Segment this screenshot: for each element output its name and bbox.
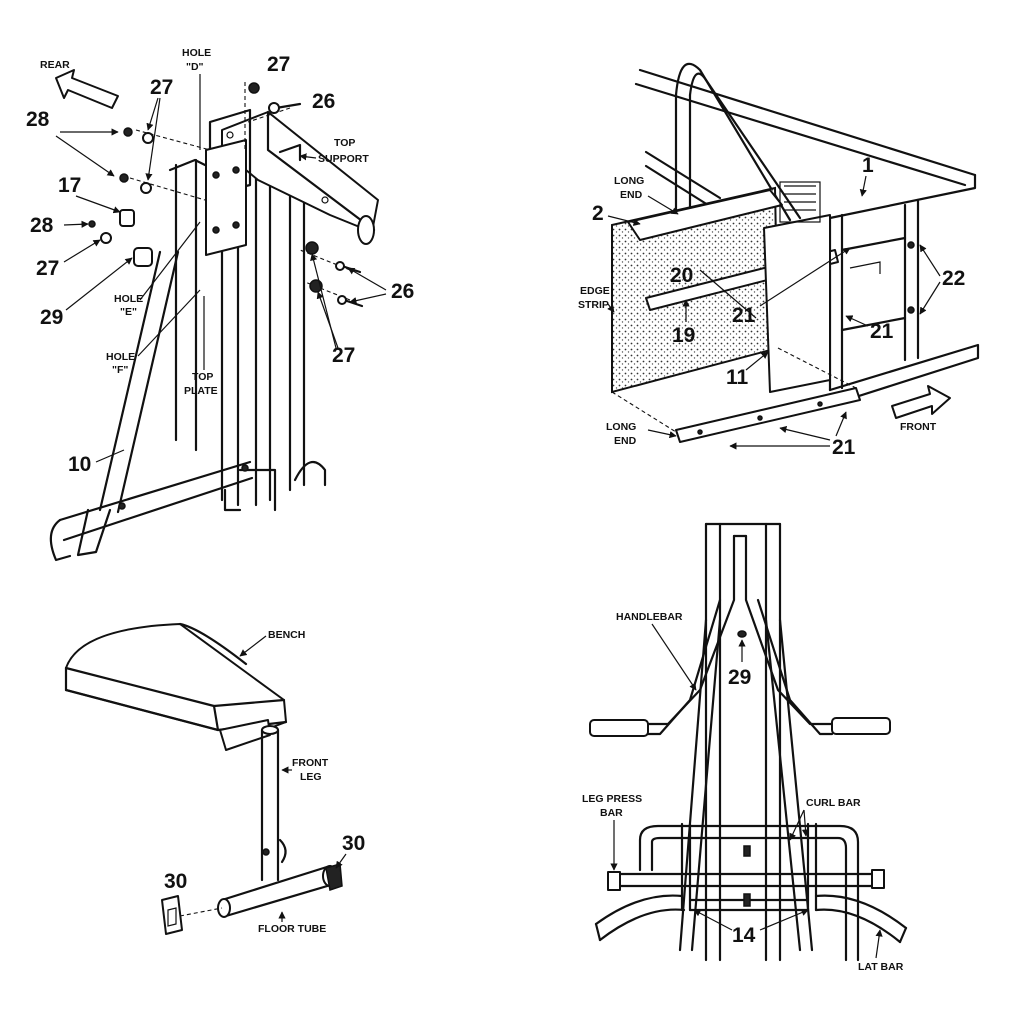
callout-14: 14 [732,924,756,947]
label-hole-f: HOLE [106,351,135,363]
callout-10: 10 [68,453,91,476]
callout-21-bottom: 21 [832,436,856,459]
panel-top-left: REAR TOP SUPPORT [26,47,414,562]
callout-11: 11 [726,366,749,389]
pivot-arm [49,250,254,562]
label-hole-f-mark: "F" [112,364,128,376]
panel-bottom-left: BENCH FRONT LEG 30 30 FLOOR TUBE [64,622,365,935]
seat-board [611,181,881,443]
label-front-leg-2: LEG [300,771,322,783]
label-long-end-2b: END [614,435,637,447]
label-lat-bar: LAT BAR [858,961,904,973]
callout-29: 29 [40,306,63,329]
callout-27-left: 27 [150,76,173,99]
callout-22: 22 [942,267,965,290]
lat-bar [594,894,908,944]
callout-27-top: 27 [267,53,290,76]
callout-29: 29 [728,666,751,689]
callout-1: 1 [862,154,874,177]
front-leg [260,725,287,882]
callout-27-right: 27 [332,344,355,367]
callout-17: 17 [58,174,81,197]
callout-2: 2 [592,202,604,225]
front-direction-arrow [891,385,951,419]
leg-press-curl-bars [607,822,886,962]
callout-19: 19 [672,324,695,347]
callout-28-top: 28 [26,108,50,131]
floor-tube [161,863,343,935]
label-front-leg-1: FRONT [292,757,329,769]
bench-pad [64,622,288,751]
label-top-support-2: SUPPORT [318,153,369,165]
label-edge-strip-1: EDGE [580,285,610,297]
callout-26-right: 26 [391,280,414,303]
label-hole-d-mark: "D" [186,61,204,73]
label-leg-press-1: LEG PRESS [582,793,642,805]
label-front: FRONT [900,421,937,433]
label-long-end-1a: LONG [614,175,644,187]
upright-column [704,522,782,962]
label-edge-strip-2: STRIP [578,299,609,311]
callout-26-top: 26 [312,90,335,113]
label-hole-e: HOLE [114,293,143,305]
label-top-support-1: TOP [334,137,355,149]
callout-20: 20 [670,264,693,287]
label-curl-bar: CURL BAR [806,797,861,809]
label-leg-press-2: BAR [600,807,623,819]
hardware-nuts-bolts [88,82,364,308]
label-top-plate-2: PLATE [184,385,218,397]
callout-30-right: 30 [342,832,365,855]
label-hole-e-mark: "E" [120,306,137,318]
label-long-end-2a: LONG [606,421,636,433]
label-long-end-1b: END [620,189,643,201]
panel-bottom-right: HANDLEBAR 29 LEG PRESS BAR CURL BAR 14 L… [582,522,908,973]
callout-27-mid: 27 [36,257,59,280]
label-handlebar: HANDLEBAR [616,611,683,623]
callout-30-left: 30 [164,870,187,893]
label-floor-tube: FLOOR TUBE [258,923,326,935]
callout-28-mid: 28 [30,214,54,237]
rear-direction-arrow [55,69,119,109]
callout-21-right: 21 [870,320,894,343]
callout-21-center: 21 [732,304,756,327]
label-rear: REAR [40,59,70,71]
label-hole-d: HOLE [182,47,211,59]
label-bench: BENCH [268,629,305,641]
top-plate [205,139,247,256]
panel-top-right: FRONT 1 2 LONG END EDGE STRIP 20 19 21 2… [578,62,980,459]
handlebar [589,534,891,952]
label-top-plate-1: TOP [192,371,213,383]
